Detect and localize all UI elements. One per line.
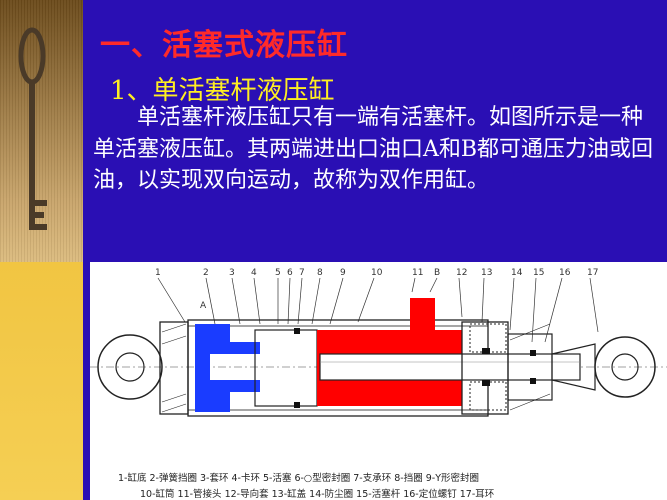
callout-5: 5: [275, 268, 281, 278]
callout-12: 12: [456, 268, 467, 278]
return-oil-region: [195, 324, 260, 412]
callout-8: 8: [317, 268, 323, 278]
callout-10: 10: [371, 268, 383, 278]
callout-13: 13: [481, 268, 492, 278]
decorative-texture-strip: [0, 0, 83, 500]
callout-4: 4: [251, 268, 257, 278]
callout-11: 11: [412, 268, 423, 278]
antique-key-icon: [18, 27, 47, 230]
pressure-oil-region: [317, 298, 462, 406]
callout-9: 9: [340, 268, 346, 278]
callout-3: 3: [229, 268, 235, 278]
callout-16: 16: [559, 268, 571, 278]
callout-7: 7: [299, 268, 305, 278]
page-title: 一、活塞式液压缸: [100, 28, 348, 63]
caption-parts-line2: 10-缸筒 11-管接头 12-导向套 13-缸盖 14-防尘圈 15-活塞杆 …: [140, 489, 495, 500]
section-subtitle: 1、单活塞杆液压缸: [110, 76, 335, 106]
callout-17: 17: [587, 268, 598, 278]
callout-A: A: [200, 301, 207, 311]
body-paragraph: 单活塞杆液压缸只有一端有活塞杆。如图所示是一种单活塞液压缸。其两端进出口油口A和…: [93, 105, 654, 193]
callout-14: 14: [511, 268, 523, 278]
callout-B: B: [434, 268, 440, 278]
callout-6: 6: [287, 268, 293, 278]
callout-2: 2: [203, 268, 209, 278]
callout-15: 15: [533, 268, 544, 278]
callout-1: 1: [155, 268, 161, 278]
caption-parts-line1: 1-缸底 2-弹簧挡圈 3-套环 4-卡环 5-活塞 6-○型密封圈 7-支承环…: [118, 473, 480, 484]
yellow-band: [0, 262, 83, 500]
